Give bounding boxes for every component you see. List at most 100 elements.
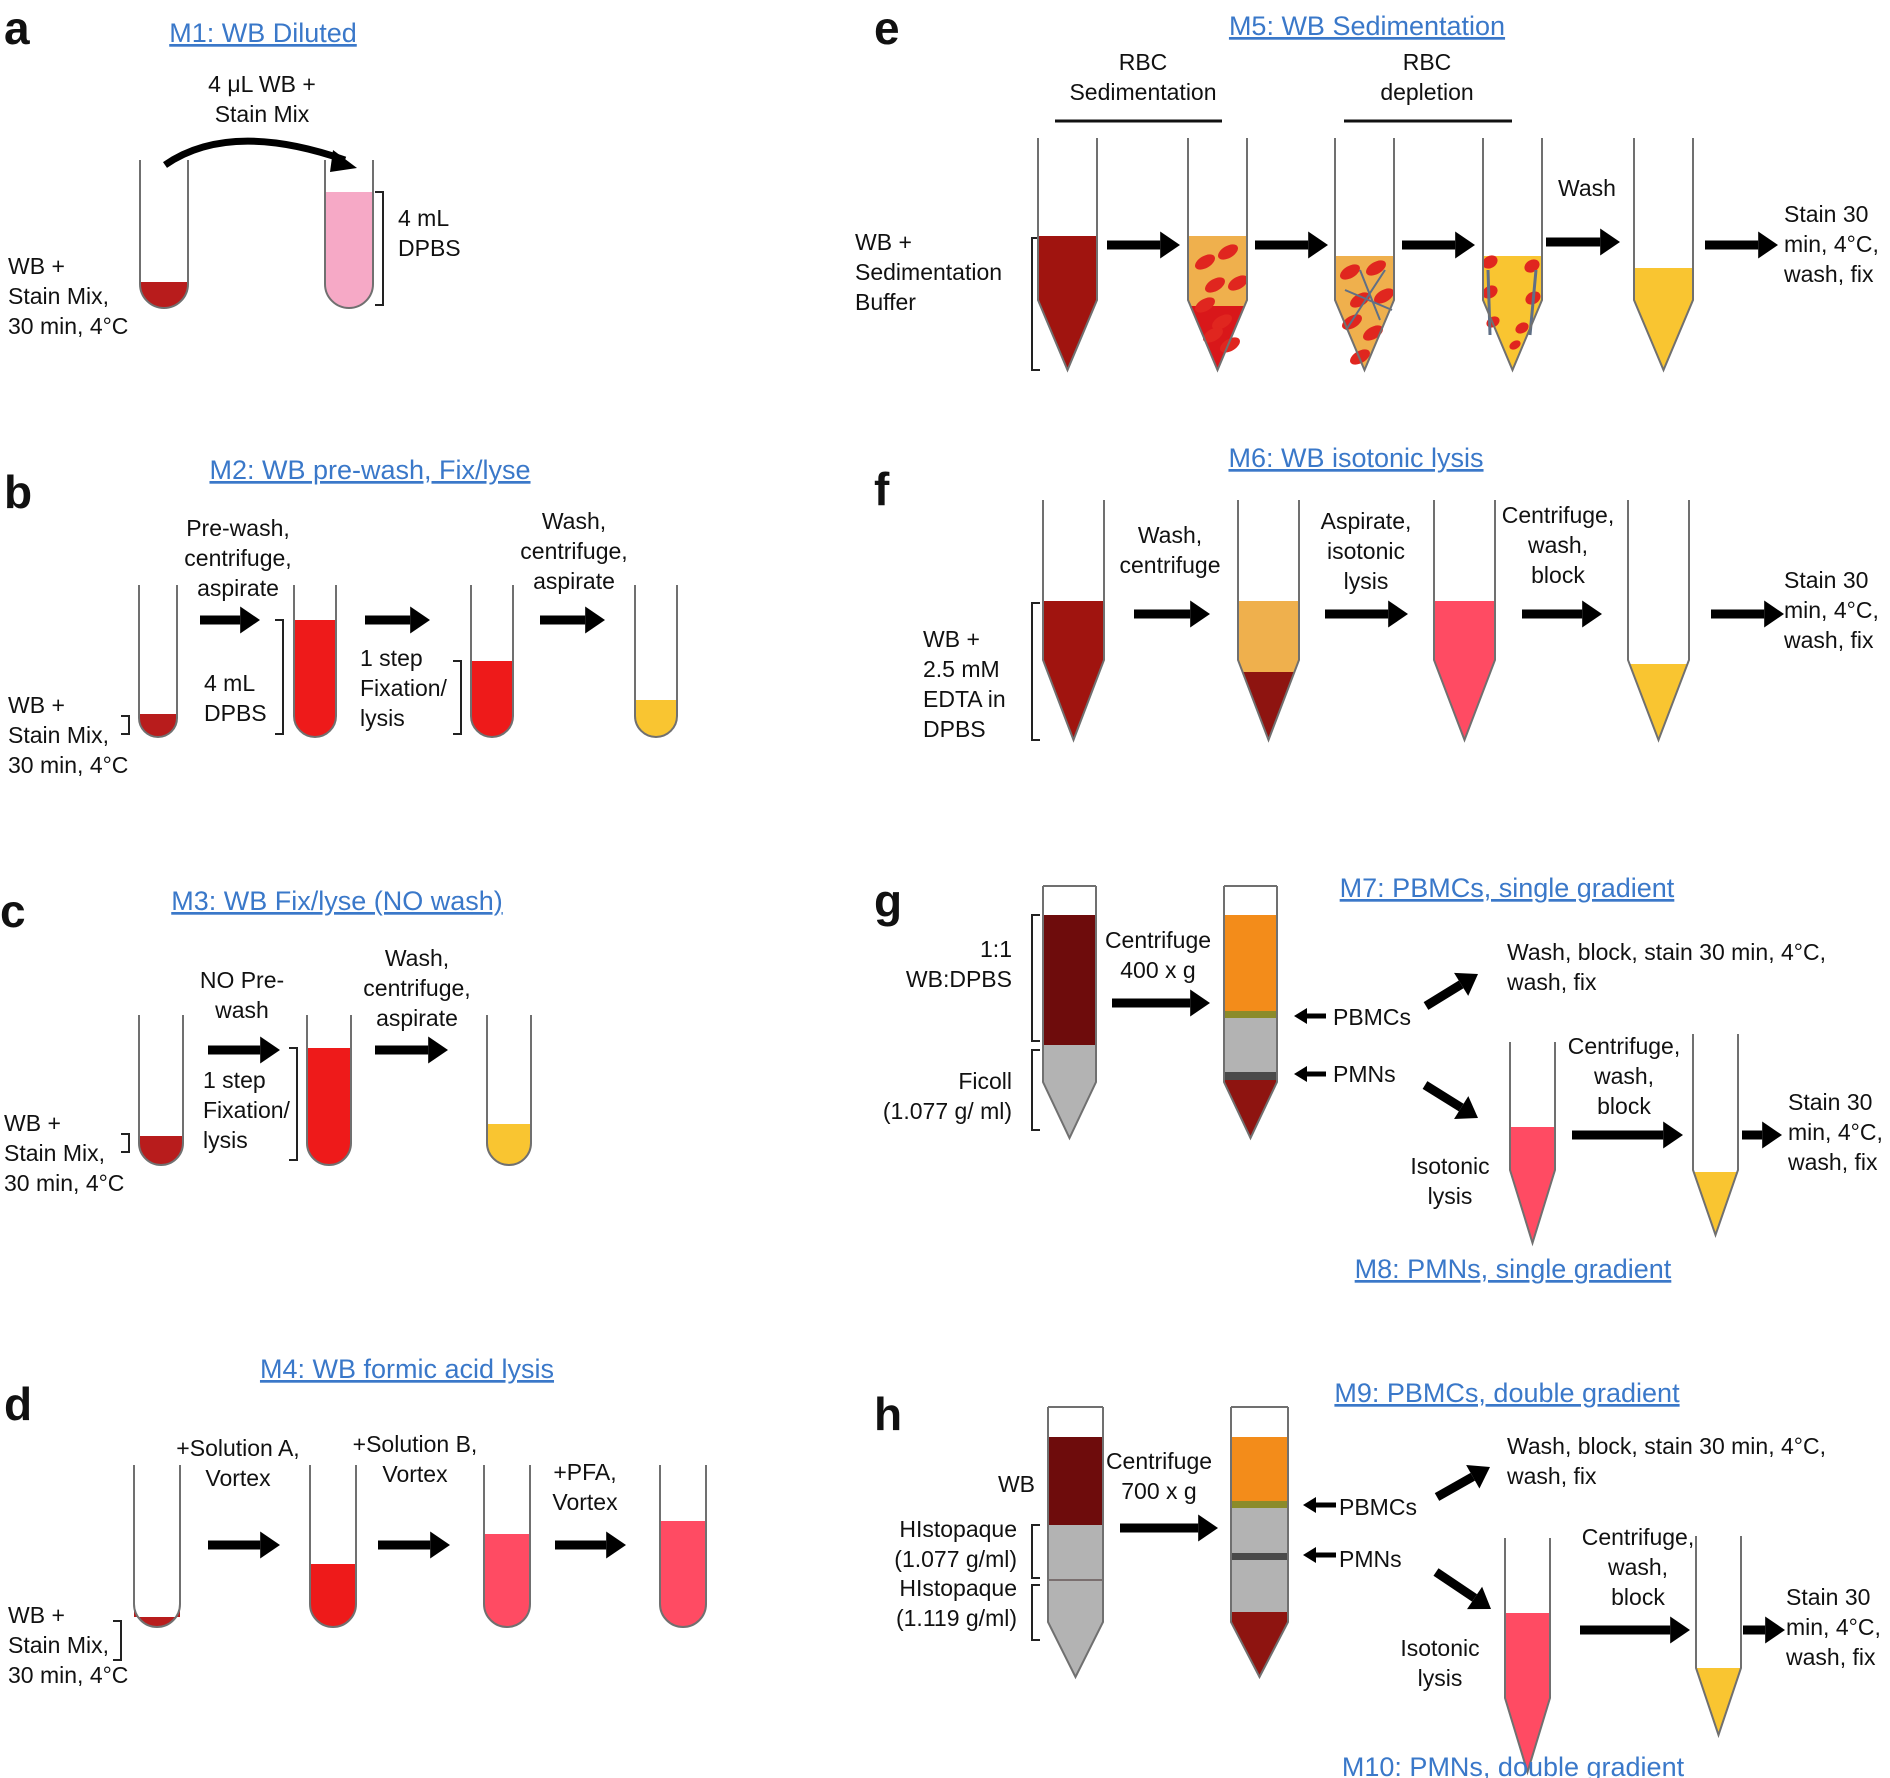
- round-tube: [306, 1015, 352, 1166]
- label-text: HIstopaque: [899, 1516, 1017, 1542]
- conical-tube: [1433, 500, 1496, 743]
- label-text: Stain Mix,: [4, 1140, 105, 1166]
- label-text: 30 min, 4°C: [8, 313, 128, 339]
- pointer-arrow: [1294, 1008, 1326, 1024]
- label-text: Stain Mix,: [8, 722, 109, 748]
- label-text: Stain 30: [1786, 1584, 1870, 1610]
- round-tube: [138, 1015, 184, 1166]
- label-text: DPBS: [204, 700, 267, 726]
- process-arrow: [1705, 231, 1778, 259]
- label-text: 700 x g: [1121, 1478, 1196, 1504]
- label-text: block: [1531, 562, 1585, 588]
- label-text: WB +: [8, 1602, 65, 1628]
- process-arrow: [1255, 231, 1328, 259]
- process-arrow: [365, 606, 430, 634]
- label-text: centrifuge,: [363, 975, 470, 1001]
- label-text: WB +: [923, 626, 980, 652]
- label-text: lysis: [1418, 1665, 1463, 1691]
- conical-tube: [1042, 500, 1105, 743]
- process-arrow: [208, 1531, 280, 1559]
- label-text: 4 μL WB +: [208, 71, 316, 97]
- pointer-arrow: [1303, 1547, 1336, 1563]
- label-text: Pre-wash,: [186, 515, 290, 541]
- process-arrow: [378, 1531, 450, 1559]
- process-arrow: [1423, 972, 1478, 1010]
- panel-letter: e: [874, 2, 900, 54]
- label-text: HIstopaque: [899, 1575, 1017, 1601]
- conical-tube: [1509, 1042, 1556, 1247]
- panel-title: M5: WB Sedimentation: [1229, 11, 1505, 41]
- process-arrow: [1433, 1568, 1491, 1610]
- panel-letter: b: [4, 466, 32, 518]
- panel-title: M4: WB formic acid lysis: [260, 1354, 554, 1384]
- label-text: WB +: [8, 253, 65, 279]
- label-text: Fixation/: [360, 675, 448, 701]
- label-text: 1 step: [360, 645, 423, 671]
- label-text: 4 mL: [398, 205, 449, 231]
- label-text: Sedimentation: [1069, 79, 1216, 105]
- label-text: Vortex: [552, 1489, 618, 1515]
- conical-tube: [1042, 885, 1097, 1141]
- panel-letter: f: [874, 463, 890, 515]
- label-text: block: [1611, 1584, 1665, 1610]
- label-text: Wash, block, stain 30 min, 4°C,: [1507, 939, 1826, 965]
- conical-tube: [1504, 1538, 1551, 1776]
- label-text: isotonic: [1327, 538, 1405, 564]
- volume-bracket: [1031, 1524, 1040, 1579]
- label-text: wash, fix: [1785, 1644, 1876, 1670]
- label-text: wash, fix: [1506, 969, 1597, 995]
- volume-bracket: [375, 191, 384, 306]
- panel-letter: c: [0, 885, 26, 937]
- label-text: Wash,: [1138, 522, 1202, 548]
- label-text: wash, fix: [1783, 261, 1874, 287]
- process-arrow: [1112, 989, 1210, 1017]
- label-text: centrifuge,: [184, 545, 291, 571]
- label-text: lysis: [360, 705, 405, 731]
- label-text: (1.077 g/ml): [894, 1546, 1017, 1572]
- label-text: wash: [214, 997, 269, 1023]
- label-text: EDTA in: [923, 686, 1006, 712]
- process-arrow: [1422, 1081, 1478, 1119]
- label-text: Stain Mix,: [8, 283, 109, 309]
- label-text: 4 mL: [204, 670, 255, 696]
- process-arrow: [1107, 231, 1180, 259]
- label-text: NO Pre-: [200, 967, 284, 993]
- label-text: Stain 30: [1788, 1089, 1872, 1115]
- conical-tube: [1047, 1406, 1104, 1680]
- panel-title: M6: WB isotonic lysis: [1228, 443, 1483, 473]
- round-tube: [324, 160, 374, 309]
- conical-tube: [1187, 138, 1248, 373]
- process-arrow: [208, 1036, 280, 1064]
- conical-tube: [1334, 138, 1395, 373]
- volume-bracket: [289, 1047, 298, 1161]
- panel-title: M8: PMNs, single gradient: [1355, 1254, 1672, 1284]
- label-text: Stain Mix,: [8, 1632, 109, 1658]
- conical-tube: [1695, 1536, 1742, 1739]
- round-tube: [293, 585, 337, 738]
- label-text: WB +: [4, 1110, 61, 1136]
- volume-bracket: [121, 1133, 130, 1153]
- label-text: Stain 30: [1784, 201, 1868, 227]
- volume-bracket: [453, 660, 462, 735]
- label-text: Centrifuge,: [1568, 1033, 1681, 1059]
- label-text: lysis: [1344, 568, 1389, 594]
- label-text: RBC: [1403, 49, 1452, 75]
- round-tube: [470, 585, 514, 738]
- process-arrow: [1572, 1121, 1683, 1149]
- pointer-arrow: [1294, 1066, 1326, 1082]
- label-text: wash, fix: [1787, 1149, 1878, 1175]
- volume-bracket: [1031, 602, 1040, 741]
- label-text: PMNs: [1339, 1546, 1402, 1572]
- label-text: WB:DPBS: [906, 966, 1012, 992]
- panel-letter: g: [874, 875, 902, 927]
- process-arrow: [1546, 228, 1620, 256]
- process-arrow: [1743, 1616, 1785, 1644]
- label-text: lysis: [1428, 1183, 1473, 1209]
- label-text: aspirate: [197, 575, 279, 601]
- label-text: Centrifuge: [1105, 927, 1211, 953]
- label-text: Sedimentation: [855, 259, 1002, 285]
- label-text: Stain Mix: [215, 101, 310, 127]
- label-text: Ficoll: [958, 1068, 1012, 1094]
- label-text: (1.119 g/ml): [896, 1605, 1017, 1631]
